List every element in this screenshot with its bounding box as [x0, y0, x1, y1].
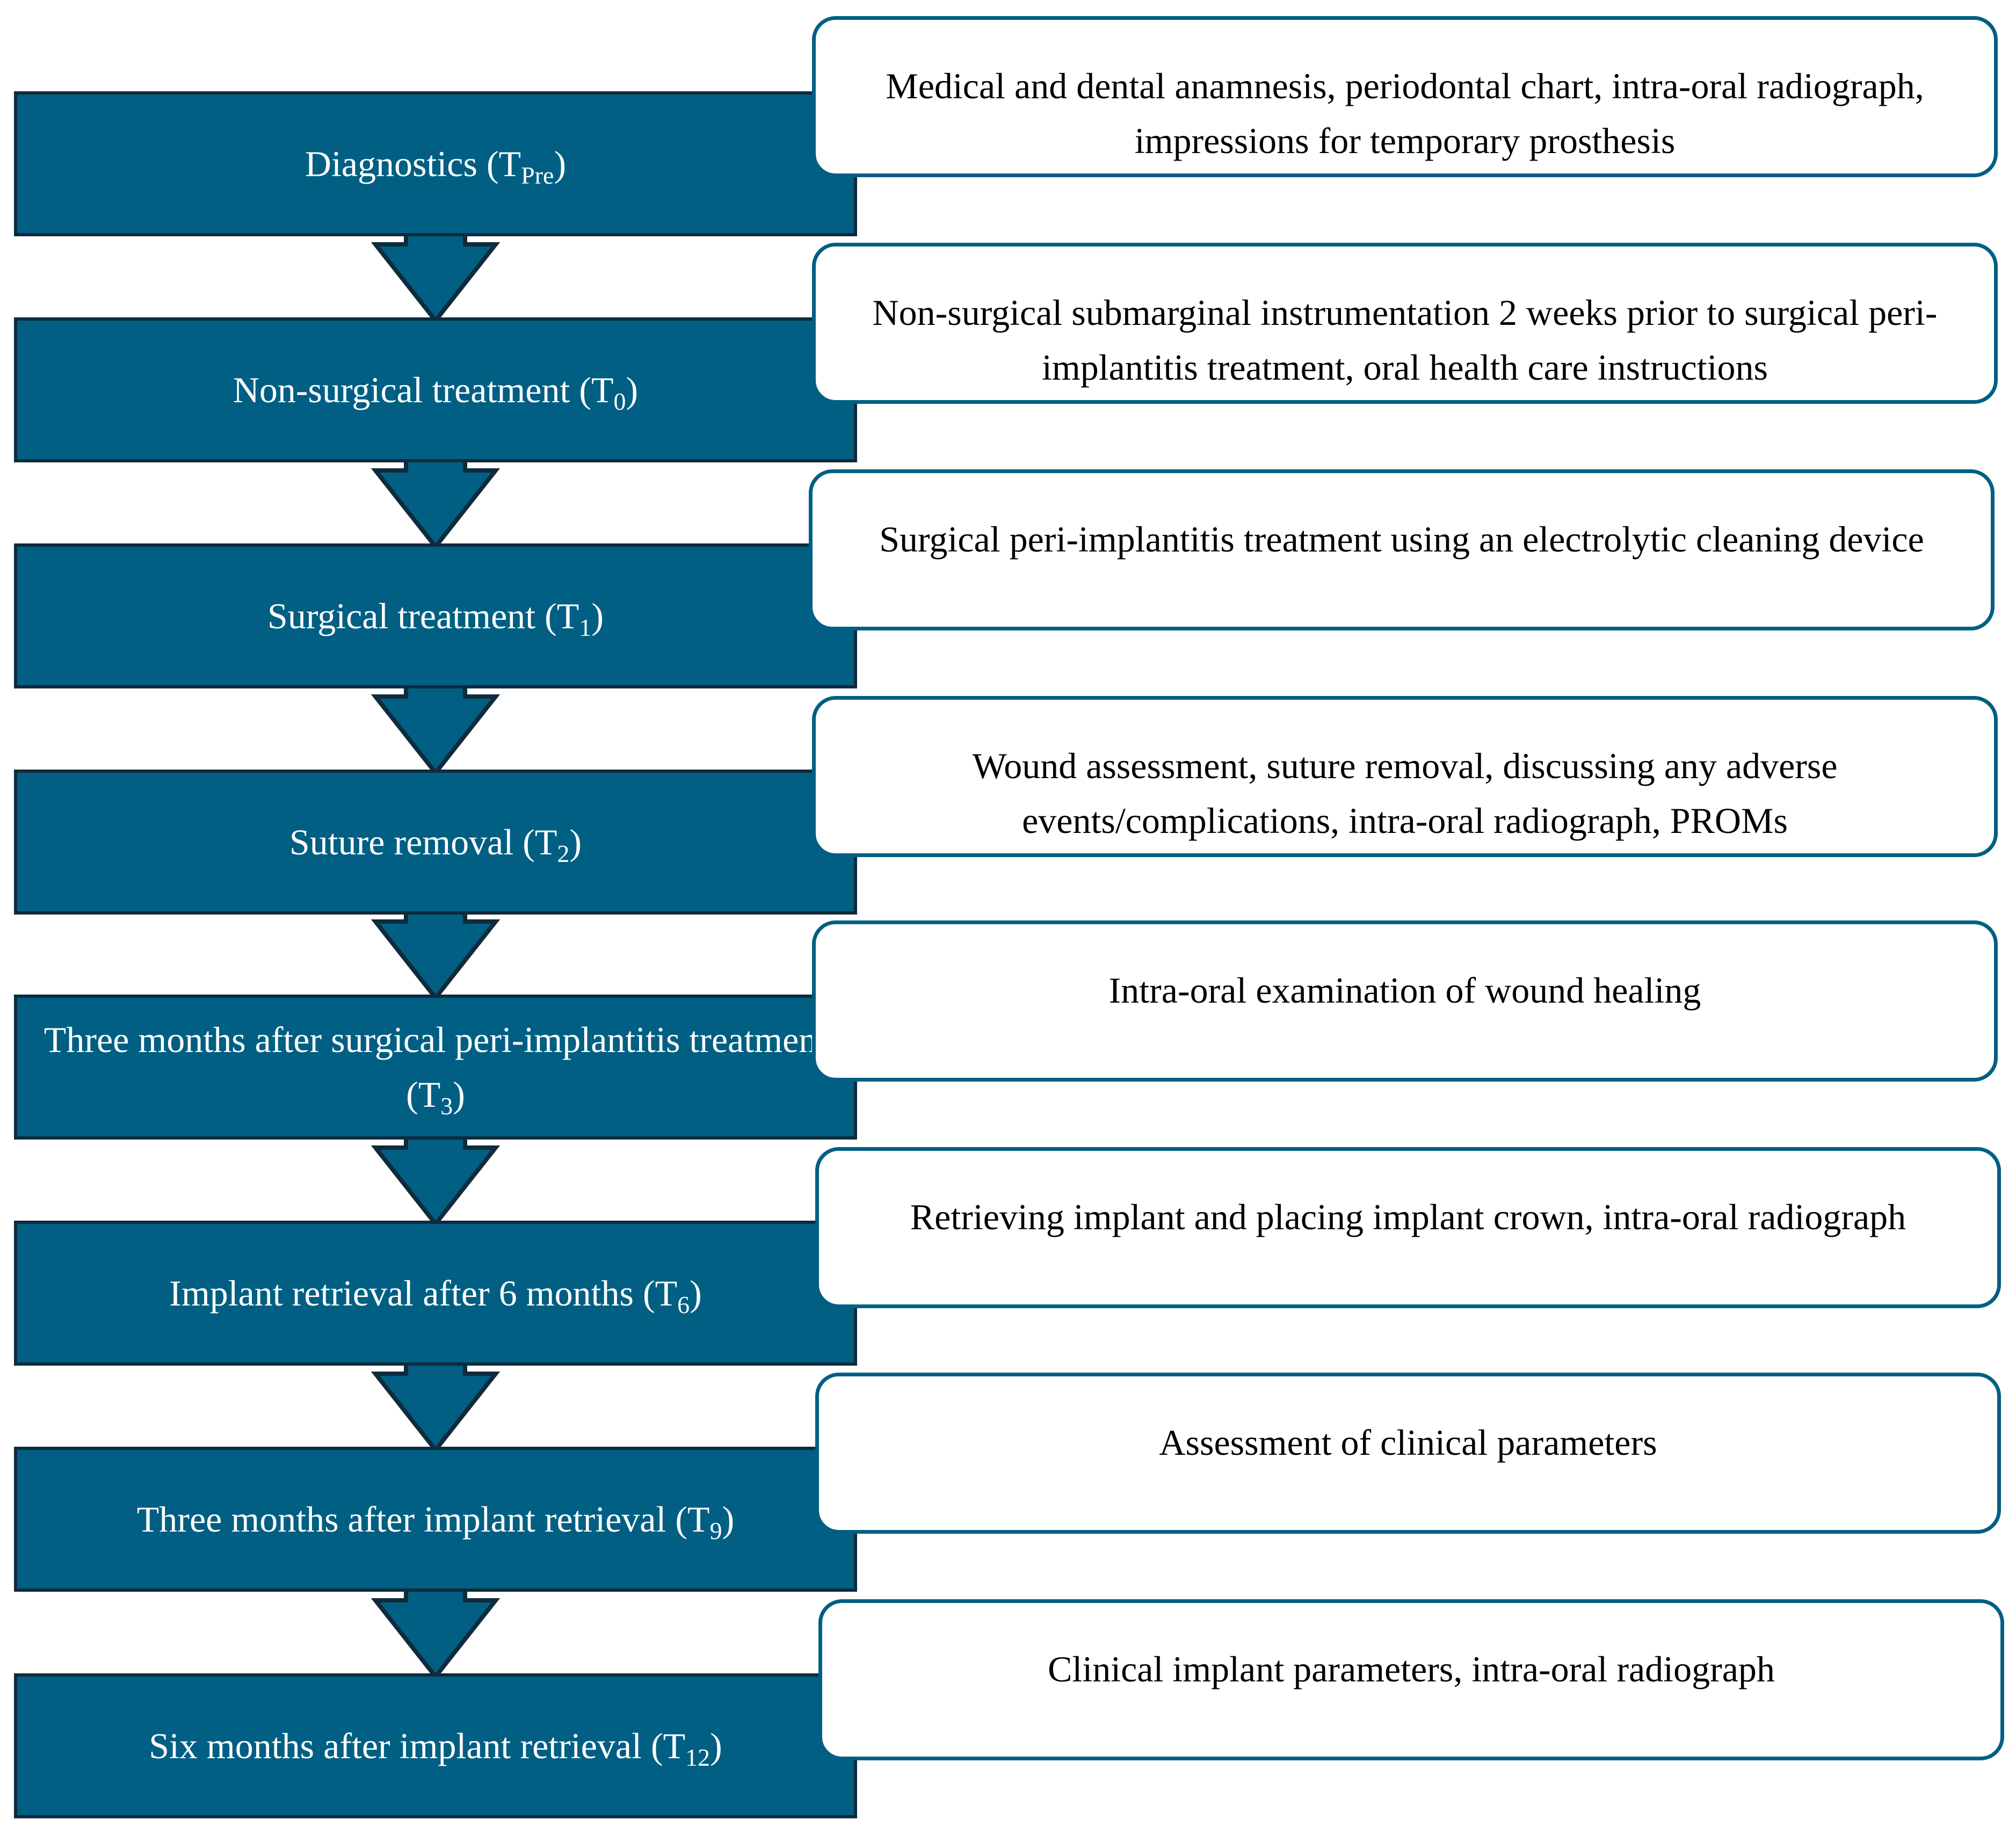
step-label: Three months after surgical peri-implant… — [43, 1019, 828, 1120]
step-label: Diagnostics (TPre) — [304, 143, 567, 189]
down-arrow-icon — [371, 1586, 501, 1680]
step-label: Implant retrieval after 6 months (T6) — [169, 1273, 702, 1318]
down-arrow-icon — [371, 457, 501, 550]
step-non-surgical-treatment: Non-surgical treatment (T0) — [14, 317, 857, 462]
step-label: Three months after implant retrieval (T9… — [136, 1499, 735, 1544]
note-suture-removal: Wound assessment, suture removal, discus… — [812, 696, 1998, 857]
down-arrow-icon — [371, 683, 501, 777]
note-six-months-after-implant-retrieval: Clinical implant parameters, intra-oral … — [818, 1599, 2004, 1760]
step-three-months-after-implant-retrieval: Three months after implant retrieval (T9… — [14, 1447, 857, 1592]
note-surgical-treatment: Surgical peri-implantitis treatment usin… — [809, 469, 1995, 630]
step-implant-retrieval: Implant retrieval after 6 months (T6) — [14, 1221, 857, 1366]
step-label: Six months after implant retrieval (T12) — [149, 1725, 722, 1771]
note-three-months-after-surgical-treatment: Intra-oral examination of wound healing — [812, 920, 1998, 1082]
down-arrow-icon — [371, 1360, 501, 1454]
down-arrow-icon — [371, 909, 501, 1002]
step-label: Non-surgical treatment (T0) — [233, 369, 639, 415]
step-label: Suture removal (T2) — [289, 822, 582, 867]
note-non-surgical-treatment: Non-surgical submarginal instrumentation… — [812, 243, 1998, 404]
note-implant-retrieval: Retrieving implant and placing implant c… — [815, 1147, 2001, 1308]
step-surgical-treatment: Surgical treatment (T1) — [14, 543, 857, 688]
step-diagnostics: Diagnostics (TPre) — [14, 91, 857, 236]
note-diagnostics: Medical and dental anamnesis, periodonta… — [812, 16, 1998, 177]
down-arrow-icon — [371, 231, 501, 324]
step-label: Surgical treatment (T1) — [267, 596, 604, 641]
down-arrow-icon — [371, 1134, 501, 1228]
step-suture-removal: Suture removal (T2) — [14, 770, 857, 915]
step-six-months-after-implant-retrieval: Six months after implant retrieval (T12) — [14, 1673, 857, 1818]
step-three-months-after-surgical-treatment: Three months after surgical peri-implant… — [14, 995, 857, 1140]
note-three-months-after-implant-retrieval: Assessment of clinical parameters — [815, 1373, 2001, 1534]
